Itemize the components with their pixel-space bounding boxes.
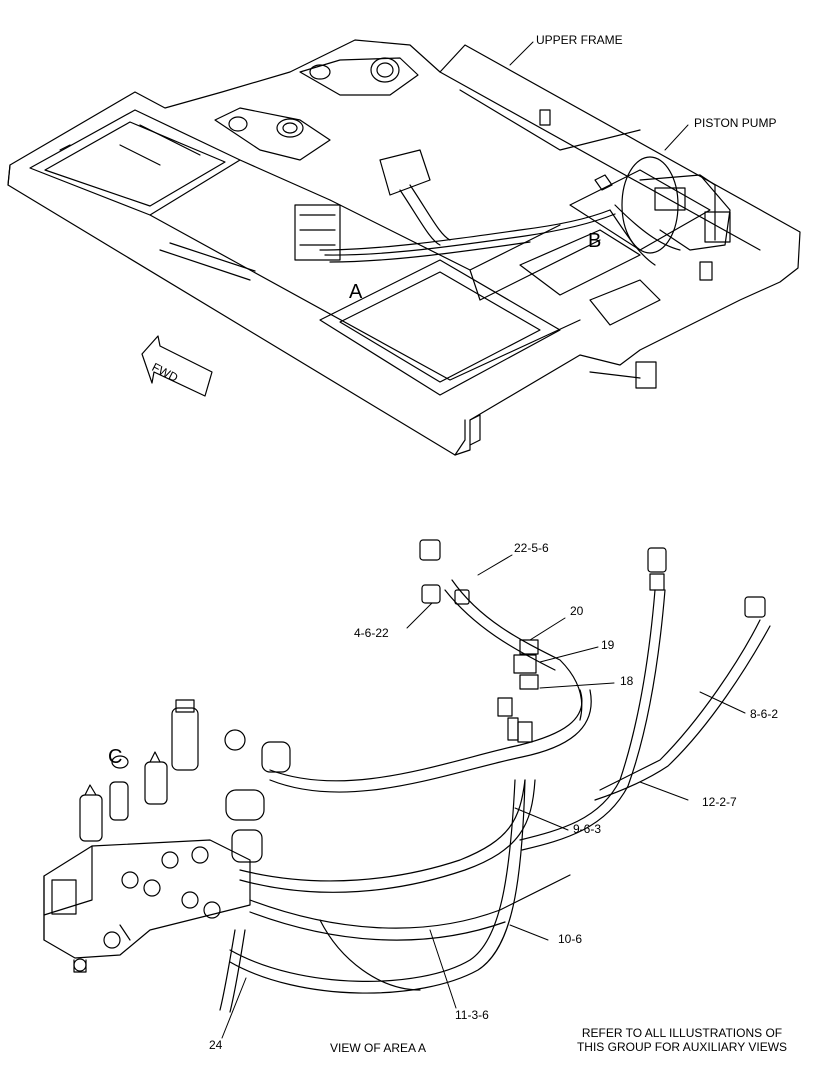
area-c-label: C bbox=[108, 746, 123, 768]
part-11-3-6-label: 11-3-6 bbox=[455, 1008, 489, 1022]
part-22-5-6-label: 22-5-6 bbox=[514, 541, 549, 555]
part-leader-lines bbox=[221, 554, 746, 1039]
part-4-6-22-label: 4-6-22 bbox=[354, 626, 389, 640]
area-a-label: A bbox=[349, 281, 363, 303]
part-20-label: 20 bbox=[570, 604, 584, 618]
part-19-label: 19 bbox=[601, 638, 615, 652]
part-9-6-3-label: 9-6-3 bbox=[573, 822, 602, 836]
hose-bundle bbox=[219, 579, 771, 1013]
part-24-label: 24 bbox=[209, 1038, 223, 1052]
upper-frame-drawing bbox=[7, 39, 801, 456]
area-b-label: B bbox=[588, 230, 602, 252]
part-12-2-7-label: 12-2-7 bbox=[702, 795, 737, 809]
part-8-6-2-label: 8-6-2 bbox=[750, 707, 779, 721]
piston-pump-label: PISTON PUMP bbox=[694, 116, 777, 130]
hose-fittings bbox=[419, 539, 766, 743]
note-line-2: THIS GROUP FOR AUXILIARY VIEWS bbox=[576, 1040, 788, 1054]
part-10-6-label: 10-6 bbox=[558, 932, 583, 946]
part-18-label: 18 bbox=[620, 674, 634, 688]
auxiliary-views-note: REFER TO ALL ILLUSTRATIONS OF THIS GROUP… bbox=[560, 1026, 804, 1054]
control-valve-assembly bbox=[43, 699, 291, 973]
view-caption: VIEW OF AREA A bbox=[330, 1041, 427, 1055]
note-line-1: REFER TO ALL ILLUSTRATIONS OF bbox=[581, 1026, 783, 1040]
top-leader-lines bbox=[509, 41, 689, 151]
upper-frame-label: UPPER FRAME bbox=[536, 33, 623, 47]
fwd-arrow-icon bbox=[141, 335, 213, 397]
